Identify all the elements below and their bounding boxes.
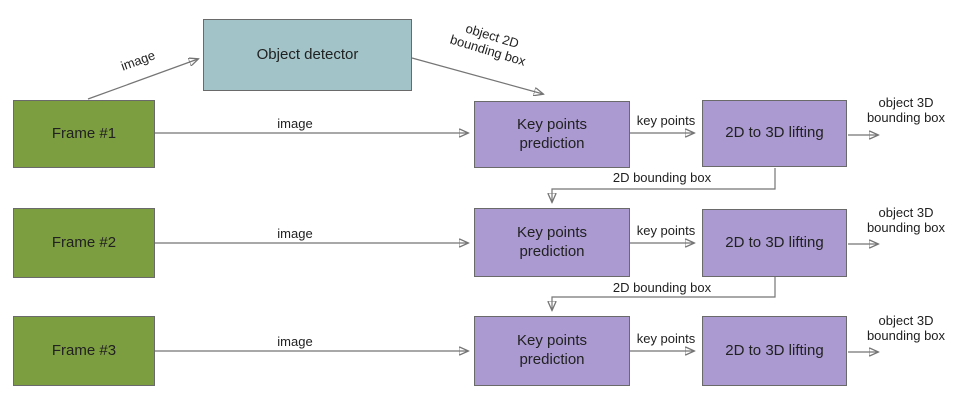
edge-label-key-points-1: key points xyxy=(636,113,696,128)
edge-label-image-diagonal: image xyxy=(118,47,158,74)
node-frame-3: Frame #3 xyxy=(13,316,155,386)
node-keypoints-1: Key points prediction xyxy=(474,101,630,168)
edge-label-key-points-3: key points xyxy=(636,331,696,346)
node-lifting-2-label: 2D to 3D lifting xyxy=(725,233,824,251)
edge-label-2d-bounding-box-1: 2D bounding box xyxy=(612,170,712,185)
edge-label-object-3d-bounding-box-1: object 3D bounding box xyxy=(866,95,946,126)
node-keypoints-3-label: Key points prediction xyxy=(516,332,588,368)
edge-label-key-points-2: key points xyxy=(636,223,696,238)
edge-label-2d-bounding-box-2: 2D bounding box xyxy=(612,280,712,295)
node-frame-1-label: Frame #1 xyxy=(51,124,117,142)
node-lifting-1-label: 2D to 3D lifting xyxy=(725,124,824,142)
node-frame-2-label: Frame #2 xyxy=(51,233,117,251)
node-frame-2: Frame #2 xyxy=(13,208,155,278)
edge-label-image-2: image xyxy=(277,226,313,241)
node-keypoints-3: Key points prediction xyxy=(474,316,630,386)
edge-label-image-1: image xyxy=(277,116,313,131)
node-keypoints-2: Key points prediction xyxy=(474,208,630,277)
edge-label-object-3d-bounding-box-3: object 3D bounding box xyxy=(866,313,946,344)
node-lifting-2: 2D to 3D lifting xyxy=(702,209,847,277)
node-frame-1: Frame #1 xyxy=(13,100,155,168)
edge-label-object-2d-bounding-box: object 2D bounding box xyxy=(448,20,528,70)
node-lifting-3-label: 2D to 3D lifting xyxy=(725,341,824,359)
edge-label-image-3: image xyxy=(277,334,313,349)
node-keypoints-2-label: Key points prediction xyxy=(516,223,588,260)
node-lifting-1: 2D to 3D lifting xyxy=(702,100,847,167)
node-lifting-3: 2D to 3D lifting xyxy=(702,316,847,386)
node-object-detector-label: Object detector xyxy=(256,45,359,63)
node-object-detector: Object detector xyxy=(203,19,412,91)
node-keypoints-1-label: Key points prediction xyxy=(516,115,588,152)
node-frame-3-label: Frame #3 xyxy=(51,341,117,359)
edge-label-object-3d-bounding-box-2: object 3D bounding box xyxy=(866,205,946,236)
